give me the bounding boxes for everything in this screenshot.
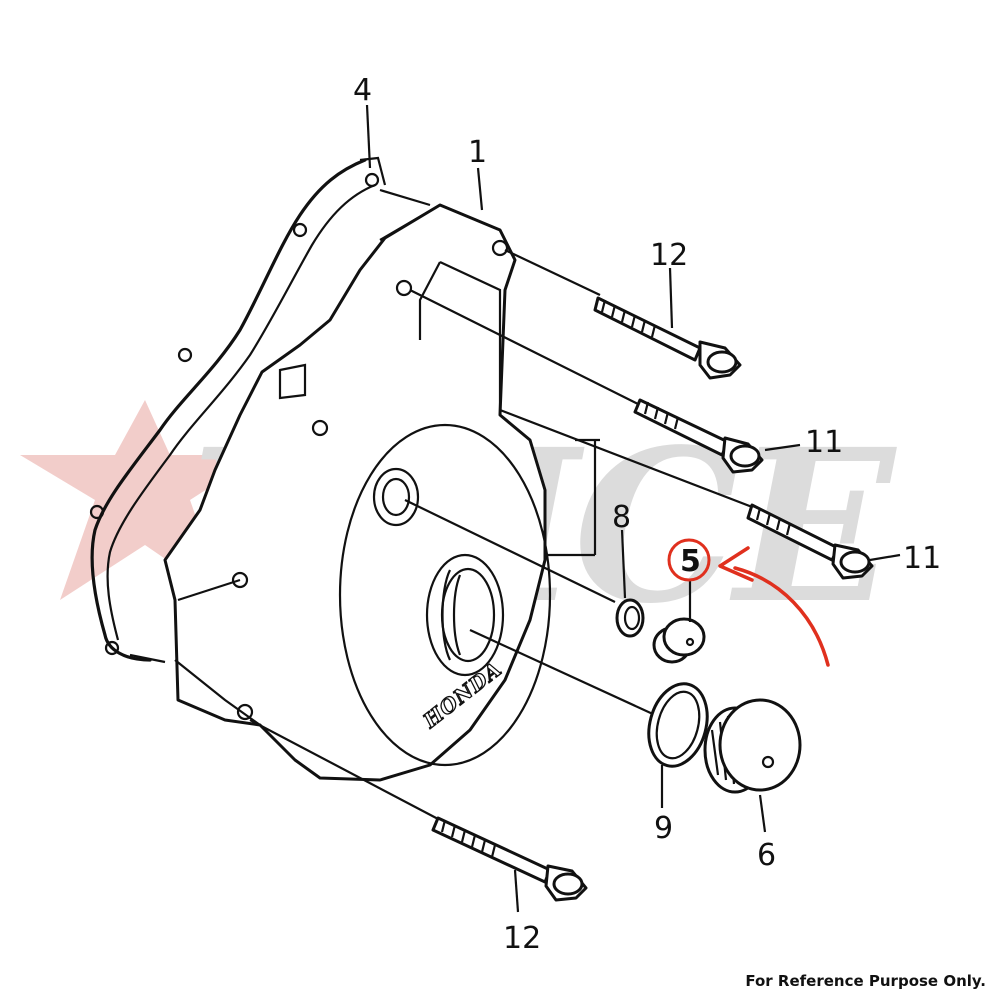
crankshaft-hole-cap-6 [703, 698, 802, 794]
bolt-12-upper [593, 296, 742, 380]
washer-8 [615, 598, 645, 638]
bolt-12-lower [431, 816, 588, 902]
left-crankcase-cover: HONDA [163, 203, 552, 782]
callout-4: 4 [353, 73, 372, 108]
callout-1: 1 [468, 135, 487, 170]
callout-leaders [365, 104, 901, 913]
assembly-lines [129, 188, 761, 821]
reference-note: For Reference Purpose Only. [745, 972, 986, 990]
callout-11-upper: 11 [805, 425, 843, 460]
callout-6: 6 [757, 838, 776, 873]
highlight-arrowhead [718, 546, 754, 582]
callout-12-upper: 12 [650, 238, 688, 273]
bolt-11-lower [746, 503, 874, 580]
callout-8: 8 [612, 500, 631, 535]
highlight-arrow [733, 566, 830, 667]
callout-11-lower: 11 [903, 541, 941, 576]
o-ring-9 [647, 682, 709, 768]
callout-12-lower: 12 [503, 921, 541, 956]
bolt-11-upper [633, 398, 764, 474]
highlight-marker [667, 538, 830, 667]
timing-hole-cap-5 [652, 617, 706, 664]
gasket-outline [89, 156, 387, 662]
callout-5: 5 [680, 544, 701, 579]
highlight-circle [667, 538, 711, 582]
callout-9: 9 [654, 811, 673, 846]
